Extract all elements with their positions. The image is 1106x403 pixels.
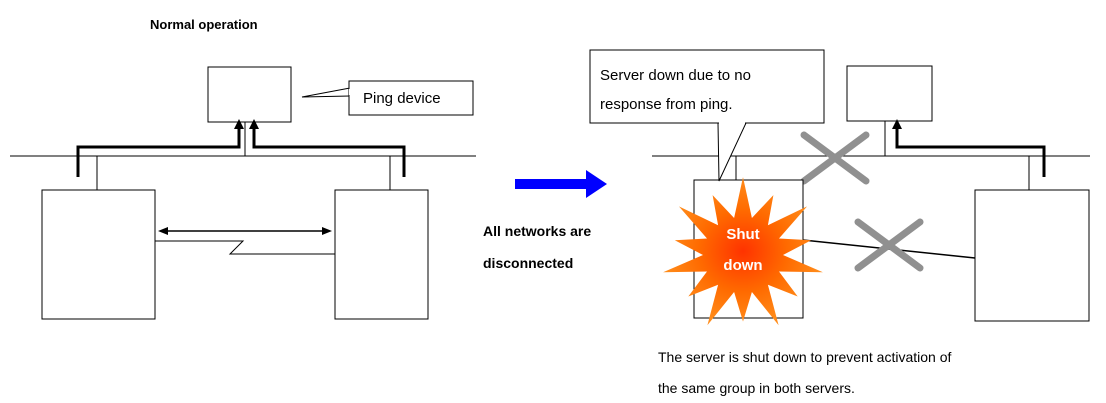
shutdown-note-line2: the same group in both servers.	[658, 380, 855, 396]
server-down-callout-line1: Server down due to no	[600, 67, 751, 84]
transition: All networks are disconnected	[483, 170, 607, 271]
server-2-box-right	[974, 189, 1090, 322]
server-down-callout-line2: response from ping.	[600, 96, 733, 113]
ping-callout-box-left	[348, 80, 474, 116]
ping-callout-pointer-left	[301, 87, 351, 98]
ping-path-right	[895, 128, 1046, 177]
transition-caption-line1: All networks are	[483, 223, 591, 239]
transition-caption-line2: disconnected	[483, 255, 573, 271]
failed-ping-cross	[800, 131, 870, 185]
server-1-box-left	[41, 189, 156, 320]
failed-interconnect-cross	[854, 218, 924, 272]
transition-arrow	[515, 170, 607, 198]
left-panel-title: Normal operation	[150, 17, 258, 32]
burst-text-line1: Shut	[726, 226, 759, 243]
server-down-callout-pointer	[717, 122, 747, 182]
burst-text-line2: down	[723, 257, 762, 274]
ping-device-box-left	[207, 66, 292, 123]
ping-device-box-right	[846, 65, 933, 122]
server-down-callout-box	[589, 49, 825, 124]
ping-callout-text: Ping device	[363, 90, 441, 107]
left-panel: Normal operation Ping device	[10, 17, 476, 320]
server-2-box-left	[334, 189, 429, 320]
right-panel: Shut down Server down due to no response…	[589, 49, 1090, 396]
shutdown-note-line1: The server is shut down to prevent activ…	[658, 349, 951, 365]
shutdown-burst-icon	[663, 177, 823, 326]
ping-path-server1	[76, 127, 241, 177]
ping-path-server2	[252, 127, 406, 177]
interconnect-line-left	[155, 240, 335, 255]
